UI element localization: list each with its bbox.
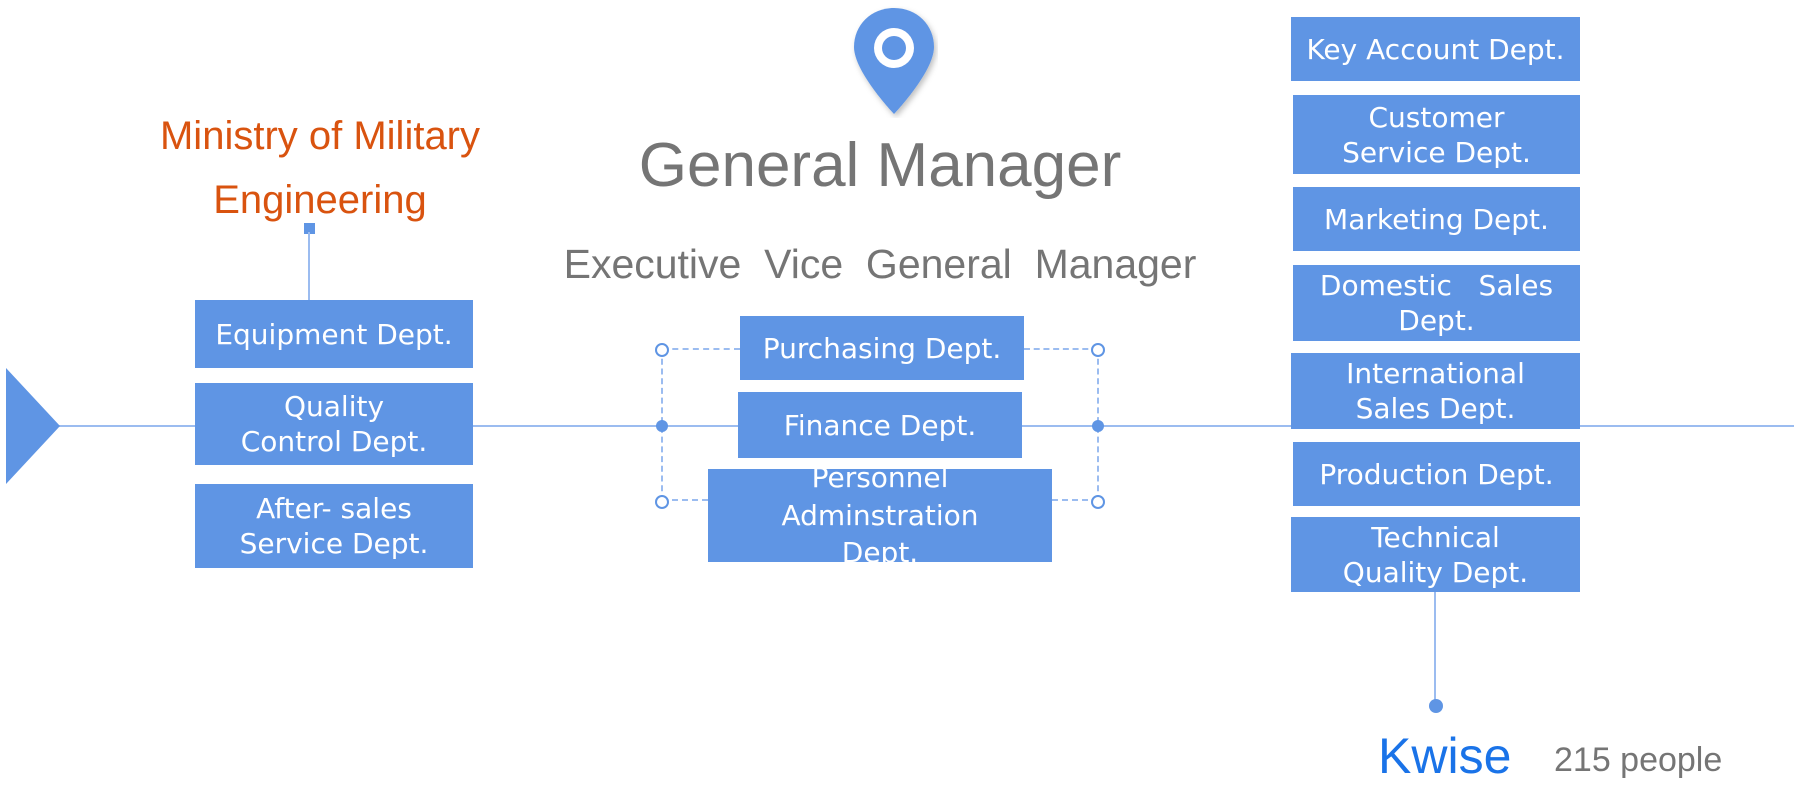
general-manager-title: General Manager xyxy=(638,131,1122,200)
center-frame-top-left xyxy=(662,348,740,350)
dept-marketing: Marketing Dept. xyxy=(1293,187,1580,251)
center-frame-bottom-right xyxy=(1052,499,1098,501)
center-frame-handle-left xyxy=(656,420,668,432)
dept-finance: Finance Dept. xyxy=(738,392,1022,458)
triangle-arrow-icon xyxy=(6,368,60,484)
executive-vice-title: Executive Vice General Manager xyxy=(563,241,1197,287)
dept-key-account: Key Account Dept. xyxy=(1291,17,1580,81)
dept-personnel-administration: Personnel Adminstration Dept. xyxy=(708,461,1052,569)
dept-purchasing: Purchasing Dept. xyxy=(740,316,1024,380)
left-group-connector xyxy=(308,232,310,300)
right-group-connector xyxy=(1434,592,1436,704)
dept-production: Production Dept. xyxy=(1293,442,1580,506)
dept-domestic-sales: Domestic Sales Dept. xyxy=(1293,265,1580,341)
center-frame-handle-right xyxy=(1092,420,1104,432)
brand-name: Kwise xyxy=(1378,728,1512,784)
left-group-marker xyxy=(304,223,315,234)
people-count: 215 people xyxy=(1554,741,1723,779)
left-group-title-line1: Ministry of Military xyxy=(159,114,481,158)
dept-quality-control: Quality Control Dept. xyxy=(195,383,473,465)
center-frame-bottom-left xyxy=(662,499,708,501)
dept-international-sales: International Sales Dept. xyxy=(1291,353,1580,429)
dept-customer-service: Customer Service Dept. xyxy=(1293,95,1580,174)
dept-after-sales-service: After- sales Service Dept. xyxy=(195,484,473,568)
center-frame-handle-br xyxy=(1091,495,1105,509)
center-frame-top-right xyxy=(1024,348,1098,350)
center-frame-handle-tl xyxy=(655,343,669,357)
location-pin-icon xyxy=(854,8,934,114)
center-frame-handle-tr xyxy=(1091,343,1105,357)
dept-equipment: Equipment Dept. xyxy=(195,300,473,368)
left-group-title-line2: Engineering xyxy=(213,178,427,222)
dept-technical-quality: Technical Quality Dept. xyxy=(1291,517,1580,592)
right-group-end-dot xyxy=(1429,699,1443,713)
center-frame-handle-bl xyxy=(655,495,669,509)
